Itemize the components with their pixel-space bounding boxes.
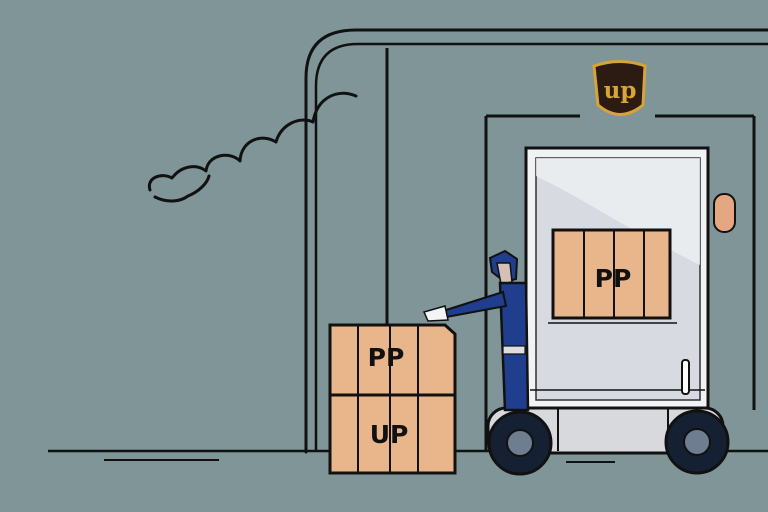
worker-belt	[502, 345, 526, 355]
top-package-label: PP	[368, 343, 405, 372]
bottom-package	[328, 393, 457, 475]
ups-logo-shield: up	[592, 60, 647, 116]
smoke-cloud	[147, 91, 358, 192]
worker-glove	[422, 305, 449, 322]
side-light	[713, 193, 736, 233]
logo-text: up	[604, 77, 637, 104]
cargo-box	[551, 228, 672, 320]
garage-inner-outline	[314, 42, 768, 452]
truck-door-handle	[681, 359, 690, 395]
stacked-packages: PP UP	[328, 323, 457, 475]
garage-roof-outline	[304, 28, 768, 454]
cargo-box-label: PP	[595, 264, 632, 293]
bottom-package-label: UP	[370, 420, 409, 449]
truck-wheel-left	[487, 410, 553, 476]
delivery-worker	[422, 249, 530, 412]
smoke-cloud-inner	[153, 174, 211, 203]
truck-wheel-right	[664, 409, 730, 475]
top-package	[328, 323, 457, 397]
